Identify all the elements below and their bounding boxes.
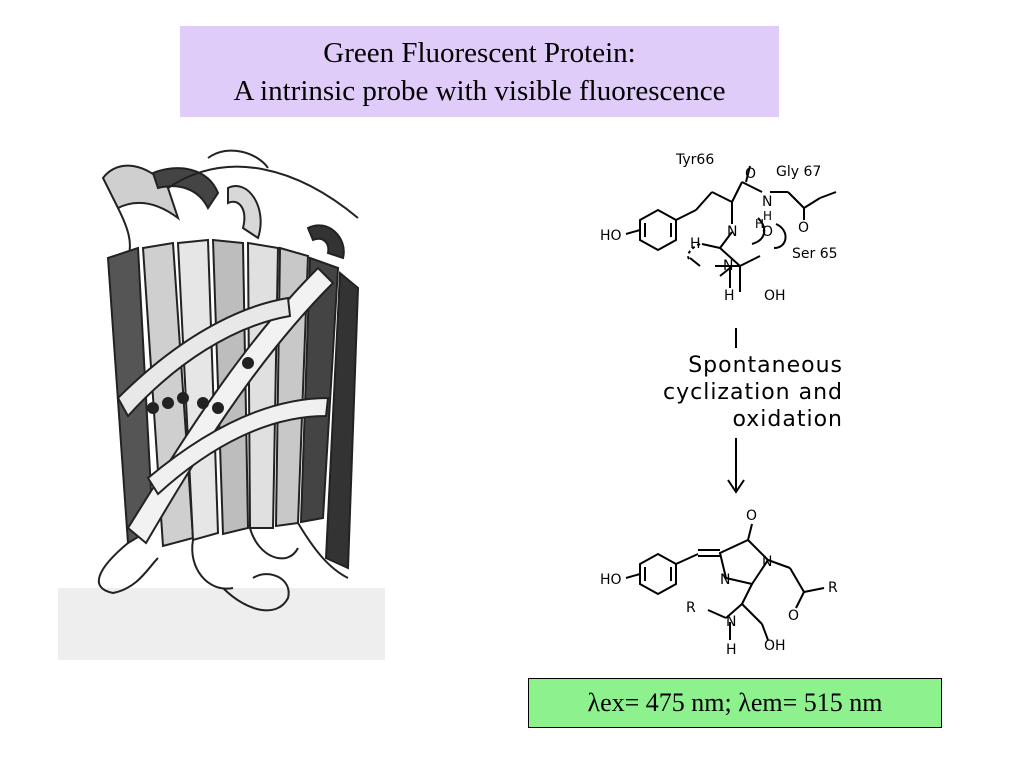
reaction-step-line-1: Spontaneous xyxy=(688,353,843,378)
title-line-2: A intrinsic probe with visible fluoresce… xyxy=(233,74,726,107)
product-n-ring2-label: N xyxy=(762,554,772,570)
reactant-n-amide-label: N xyxy=(727,224,737,240)
product-h-low-label: H xyxy=(726,642,737,658)
title-box: Green Fluorescent Protein: A intrinsic p… xyxy=(180,26,779,117)
product-r-left-label: R xyxy=(686,600,696,616)
reaction-step-line-2: cyclization and xyxy=(663,380,843,405)
reactant-h-left-label: H xyxy=(690,236,701,252)
gly67-label: Gly 67 xyxy=(776,164,821,180)
product-oh-label: OH xyxy=(764,638,786,654)
product-r-chain-label: R xyxy=(828,580,838,596)
reactant-o-mid-label: O xyxy=(762,224,773,240)
reactant-n-gly-label: N xyxy=(762,194,772,210)
chromophore-reaction-scheme: Tyr66 Gly 67 Ser 65 HO O O N H N H H N H… xyxy=(600,152,838,658)
reactant-ho-label: HO xyxy=(600,228,622,244)
reactant-h-amide-label: H xyxy=(755,217,764,231)
reactant-o-top-label: O xyxy=(745,166,756,182)
product-ho-label: HO xyxy=(600,572,622,588)
product-o-top-label: O xyxy=(746,508,757,524)
reaction-step-line-3: oxidation xyxy=(732,407,843,432)
tyr66-label: Tyr66 xyxy=(675,152,714,168)
product-n-ring-label: N xyxy=(720,572,730,588)
product-o-chain-label: O xyxy=(788,608,799,624)
gfp-ribbon-structure-image xyxy=(58,148,385,660)
reaction-step-label: Spontaneous cyclization and oxidation xyxy=(598,352,843,433)
product-n-low-label: N xyxy=(726,614,736,630)
ser65-label: Ser 65 xyxy=(792,246,838,262)
reactant-oh-label: OH xyxy=(764,288,786,304)
title-line-1: Green Fluorescent Protein: xyxy=(323,36,636,69)
reactant-n-low-label: N xyxy=(723,258,733,274)
reactant-o-gly-label: O xyxy=(798,220,809,236)
wavelength-box: λex= 475 nm; λem= 515 nm xyxy=(528,678,942,728)
reactant-h-gly-label: H xyxy=(763,209,772,223)
reactant-h-low-label: H xyxy=(724,288,735,304)
wavelength-text: λex= 475 nm; λem= 515 nm xyxy=(587,688,883,717)
